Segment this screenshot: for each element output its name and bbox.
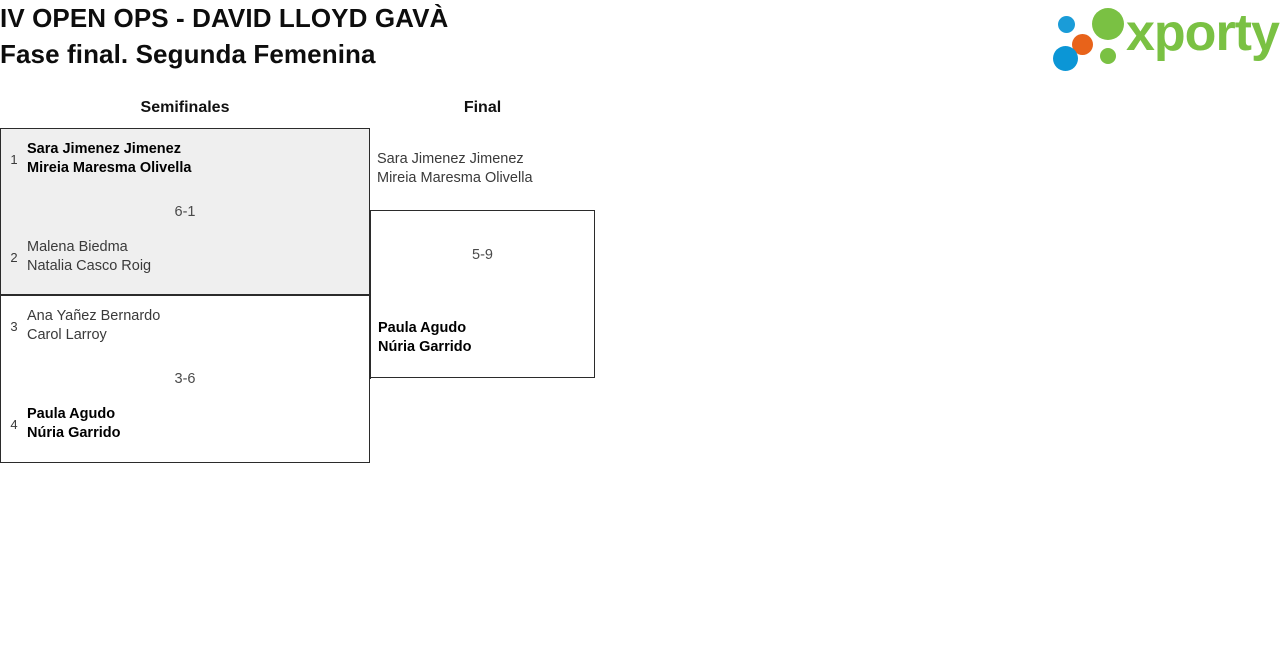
player-name: Sara Jimenez Jimenez — [377, 151, 524, 167]
team-names: Paula Agudo Núria Garrido — [378, 319, 588, 357]
match-semifinal-1[interactable]: 1 Sara Jimenez Jimenez Mireia Maresma Ol… — [0, 128, 370, 295]
seed-number: 4 — [10, 416, 18, 432]
player-name: Núria Garrido — [378, 339, 472, 355]
player-name: Mireia Maresma Olivella — [27, 160, 192, 176]
tournament-name: IV OPEN OPS - DAVID LLOYD GAVÀ — [0, 3, 449, 33]
logo-dot-blue-small-icon — [1058, 16, 1075, 33]
bracket-connector-bottom — [369, 378, 371, 379]
team-names: Sara Jimenez Jimenez Mireia Maresma Oliv… — [27, 140, 191, 178]
player-name: Carol Larroy — [27, 327, 107, 343]
seed-number: 2 — [10, 249, 18, 265]
match-score: 5-9 — [472, 247, 493, 263]
match-score: 3-6 — [174, 371, 196, 387]
final-team-row-bottom[interactable]: Paula Agudo Núria Garrido — [378, 319, 588, 357]
logo-dots-icon — [1050, 6, 1128, 71]
tournament-phase: Fase final. Segunda Femenina — [0, 39, 376, 69]
match-semifinal-2[interactable]: 3 Ana Yañez Bernardo Carol Larroy 3-6 4 … — [0, 295, 370, 463]
player-name: Ana Yañez Bernardo — [27, 308, 161, 324]
seed-number: 1 — [10, 151, 18, 167]
page-header: IV OPEN OPS - DAVID LLOYD GAVÀ Fase fina… — [0, 0, 1280, 88]
team-names: Paula Agudo Núria Garrido — [27, 405, 120, 443]
logo-dot-blue-large-icon — [1053, 46, 1078, 71]
logo-dot-green-large-icon — [1092, 8, 1124, 40]
match-final[interactable]: 5-9 Paula Agudo Núria Garrido — [370, 210, 595, 378]
player-name: Paula Agudo — [27, 406, 116, 422]
logo-wordmark: xporty — [1126, 4, 1280, 62]
match-score: 6-1 — [174, 204, 196, 220]
page-title: IV OPEN OPS - DAVID LLOYD GAVÀ Fase fina… — [0, 0, 900, 72]
player-name: Núria Garrido — [27, 425, 121, 441]
team-names: Sara Jimenez Jimenez Mireia Maresma Oliv… — [377, 150, 592, 188]
player-name: Mireia Maresma Olivella — [377, 170, 533, 186]
player-name: Paula Agudo — [378, 320, 467, 336]
match-team-row[interactable]: 3 Ana Yañez Bernardo Carol Larroy — [1, 307, 369, 345]
seed-number: 3 — [10, 318, 18, 334]
match-team-row[interactable]: 1 Sara Jimenez Jimenez Mireia Maresma Ol… — [1, 140, 369, 178]
logo-dot-green-small-icon — [1100, 48, 1116, 64]
team-names: Malena Biedma Natalia Casco Roig — [27, 238, 151, 276]
team-names: Ana Yañez Bernardo Carol Larroy — [27, 307, 160, 345]
round-heading-final: Final — [463, 99, 502, 116]
match-team-row[interactable]: 4 Paula Agudo Núria Garrido — [1, 405, 369, 443]
player-name: Sara Jimenez Jimenez — [27, 141, 181, 157]
xporty-logo[interactable]: xporty — [1042, 2, 1280, 71]
player-name: Malena Biedma — [27, 239, 128, 255]
player-name: Natalia Casco Roig — [27, 258, 152, 274]
match-team-row[interactable]: 2 Malena Biedma Natalia Casco Roig — [1, 238, 369, 276]
round-heading-semifinales: Semifinales — [140, 99, 230, 116]
final-team-row-top[interactable]: Sara Jimenez Jimenez Mireia Maresma Oliv… — [377, 150, 592, 188]
logo-dot-orange-icon — [1072, 34, 1093, 55]
